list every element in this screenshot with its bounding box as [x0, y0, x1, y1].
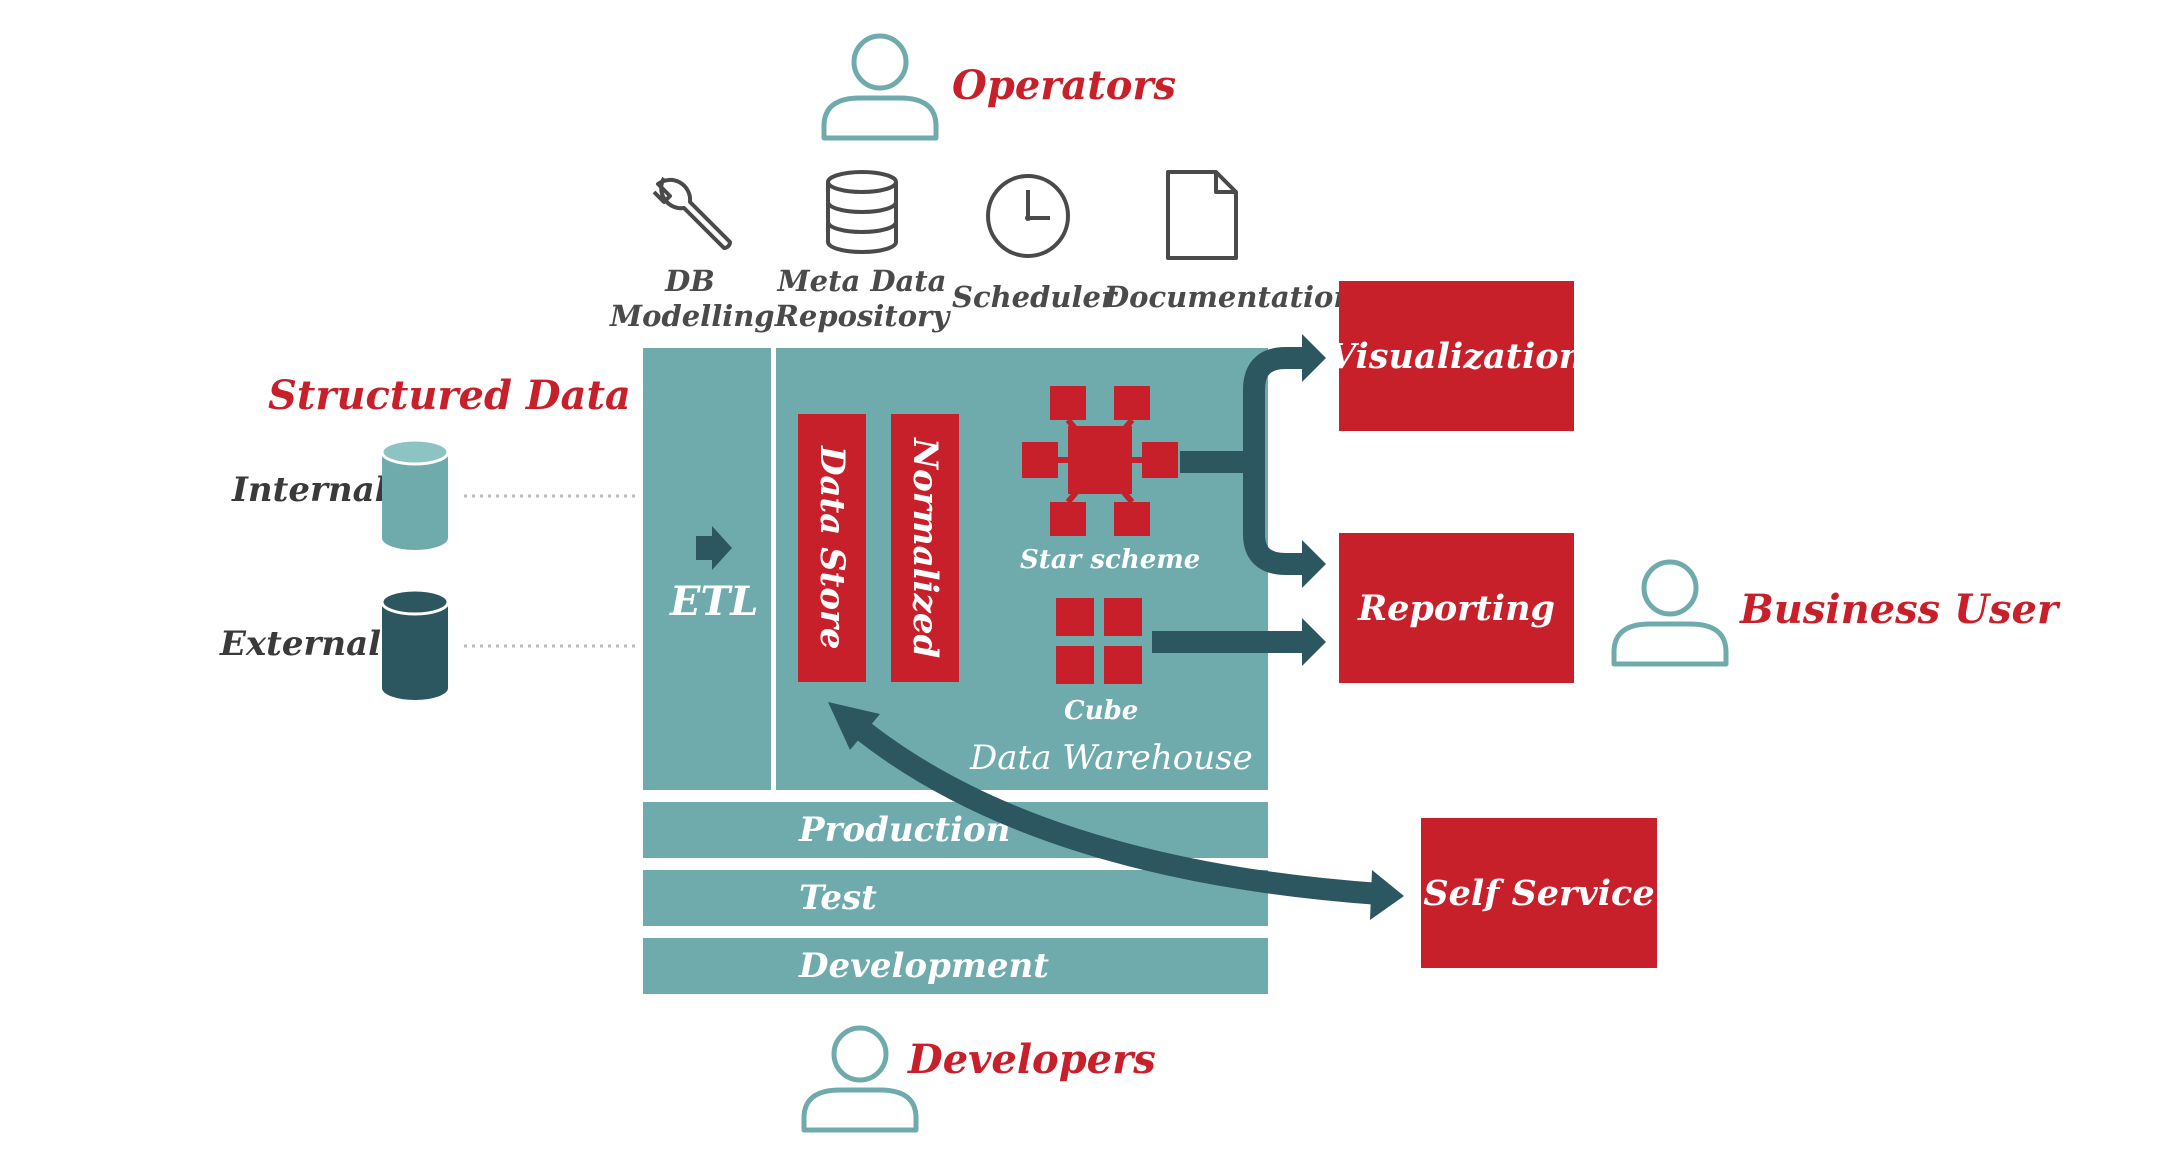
operators-person-icon — [821, 33, 939, 141]
tool-documentation-label: Documentation — [1104, 280, 1355, 314]
test-band: Test — [643, 870, 1268, 926]
business-user-person-icon — [1611, 559, 1729, 667]
cube-label: Cube — [1064, 696, 1139, 726]
internal-source-label: Internal — [232, 470, 388, 510]
visualization-box: Visualization — [1329, 281, 1584, 431]
etl-label: ETL — [670, 578, 759, 625]
clock-icon — [986, 174, 1070, 258]
tool-db-modelling-label: DB Modelling — [610, 264, 775, 333]
normalized-bar: Normalized — [891, 414, 959, 682]
etl-panel — [643, 348, 771, 790]
production-band: Production — [643, 802, 1268, 858]
normalized-label: Normalized — [905, 437, 945, 659]
data-store-bar: Data Store — [798, 414, 866, 682]
star-scheme-icon — [1022, 386, 1178, 536]
star-scheme-label: Star scheme — [1020, 545, 1201, 575]
etl-arrow-icon — [696, 526, 732, 570]
external-source-label: External — [220, 624, 382, 664]
document-icon — [1166, 170, 1238, 260]
business-user-label: Business User — [1740, 586, 2059, 633]
developers-person-icon — [801, 1025, 919, 1133]
star-to-visualization-arrow — [1243, 347, 1306, 462]
tool-meta-data-repository-label: Meta Data Repository — [774, 264, 950, 333]
data-warehouse-title: Data Warehouse — [970, 738, 1253, 778]
structured-data-title: Structured Data — [268, 372, 631, 419]
self-service-curved-arrow — [855, 721, 1381, 905]
external-db-cylinder-icon — [380, 588, 450, 700]
development-band: Development — [643, 938, 1268, 994]
star-to-reporting-arrow — [1243, 462, 1306, 575]
wrench-icon — [652, 176, 732, 250]
data-store-label: Data Store — [812, 446, 852, 650]
developers-label: Developers — [908, 1036, 1156, 1083]
cube-icon — [1056, 598, 1142, 684]
internal-db-cylinder-icon — [380, 438, 450, 550]
self-service-box: Self Service — [1421, 818, 1657, 968]
operators-label: Operators — [952, 62, 1177, 109]
reporting-box: Reporting — [1339, 533, 1574, 683]
tool-scheduler-label: Scheduler — [952, 280, 1117, 314]
database-icon — [826, 170, 898, 254]
